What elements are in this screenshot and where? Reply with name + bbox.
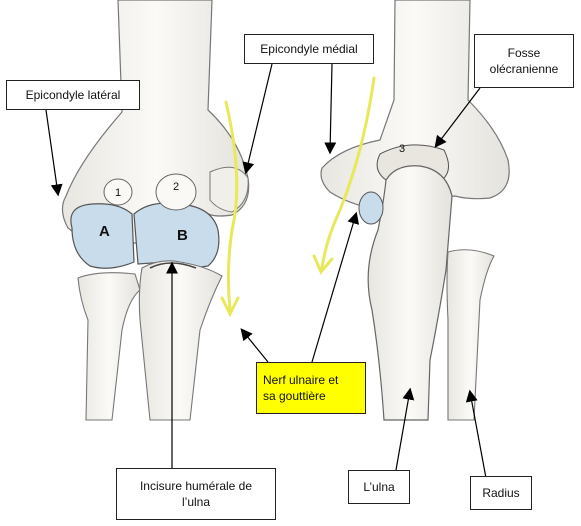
leader-lateral-epicondyle	[45, 109, 63, 197]
label-ulna: L’ulna	[348, 470, 410, 504]
leader-lines	[45, 63, 487, 479]
marker-1: 1	[115, 187, 121, 199]
label-olecranon-fossa: Fosse olécranienne	[474, 34, 574, 88]
posterior-view: 3	[312, 0, 510, 421]
radial-fossa	[103, 178, 133, 206]
label-lateral-epicondyle: Epicondyle latéral	[6, 80, 140, 110]
leader-radius	[465, 389, 487, 479]
leader-ulna	[395, 387, 415, 471]
leader-nerve-left	[240, 328, 269, 363]
medial-epicondyle-shape	[209, 166, 249, 213]
coronoid-fossa	[155, 173, 197, 211]
label-ulnar-nerve: Nerf ulnaire et sa gouttière	[256, 362, 366, 414]
nerve-arrow-left-head	[220, 296, 240, 318]
radius-right	[446, 249, 495, 421]
capitulum	[70, 203, 135, 269]
marker-3: 3	[399, 143, 405, 155]
anterior-view: 1 2 A B	[61, 0, 250, 421]
marker-a: A	[99, 223, 110, 240]
label-humeral-notch: Incisure humérale de l’ulna	[116, 468, 276, 520]
ulna-left	[138, 260, 223, 421]
radius-left	[77, 272, 141, 421]
marker-2: 2	[173, 181, 179, 193]
leader-medial-epicondyle-left	[242, 63, 273, 175]
nerve-arrow-left	[224, 100, 239, 312]
label-radius: Radius	[470, 476, 532, 510]
ulnar-groove	[358, 191, 384, 225]
leader-medial-epicondyle-right	[324, 63, 337, 155]
nerve-arrow-right-head	[312, 254, 334, 275]
nerve-arrow-right	[320, 76, 376, 270]
leader-nerve-right	[311, 211, 360, 363]
marker-b: B	[177, 227, 188, 244]
leader-olecranon-fossa	[434, 87, 481, 148]
ulna-right	[367, 165, 453, 421]
label-medial-epicondyle: Epicondyle médial	[244, 34, 374, 64]
